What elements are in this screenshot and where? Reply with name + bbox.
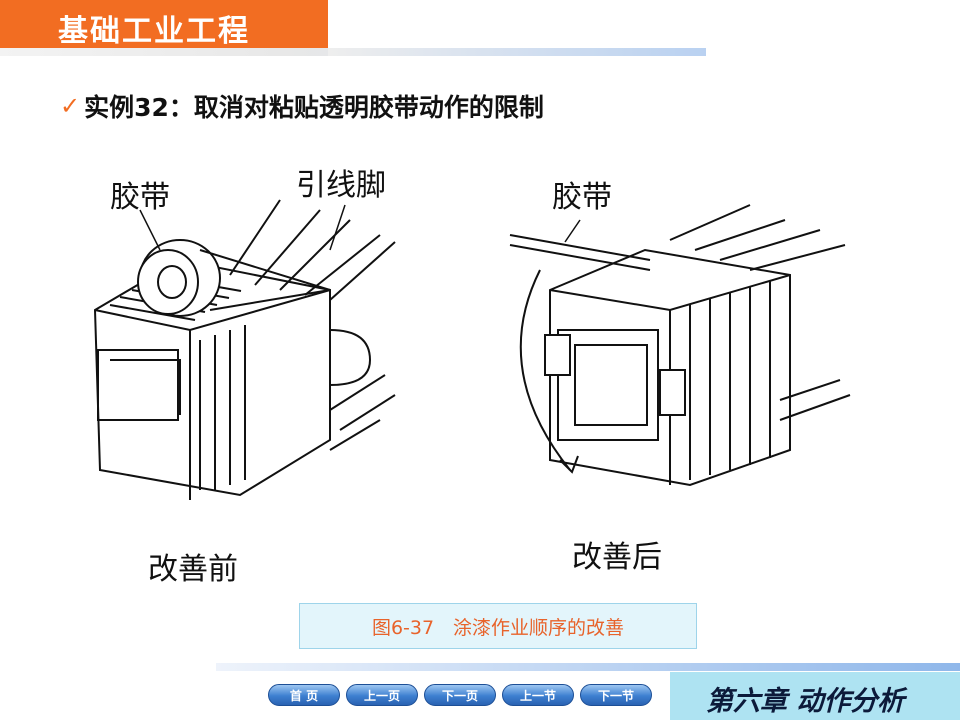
slide-heading: ✓ 实例32：取消对粘贴透明胶带动作的限制 xyxy=(60,86,544,126)
figure-before-illustration xyxy=(80,180,420,500)
header-banner: 基础工业工程 xyxy=(0,0,328,49)
prev-page-button[interactable]: 上一页 xyxy=(346,684,418,706)
figure-caption-box: 图6-37 涂漆作业顺序的改善 xyxy=(299,603,697,649)
tape-label-after: 胶带 xyxy=(552,180,612,215)
slide-heading-text: 实例32：取消对粘贴透明胶带动作的限制 xyxy=(84,93,544,122)
leads-label: 引线脚 xyxy=(296,168,386,203)
tape-label-before: 胶带 xyxy=(110,180,170,215)
header-divider-accent xyxy=(328,48,706,56)
chapter-title: 第六章 动作分析 xyxy=(706,686,905,717)
next-page-button[interactable]: 下一页 xyxy=(424,684,496,706)
course-title: 基础工业工程 xyxy=(58,14,250,49)
coil-taped-drawing xyxy=(509,204,851,487)
before-label: 改善前 xyxy=(148,552,238,587)
lead-pin xyxy=(254,209,321,286)
lead-pin xyxy=(279,219,351,291)
coil-with-tape-drawing xyxy=(93,199,396,500)
nav-bar: 首 页 上一页 下一页 上一节 下一节 xyxy=(268,684,652,706)
footer-divider xyxy=(216,663,960,671)
lead-pin xyxy=(329,241,396,301)
next-section-button[interactable]: 下一节 xyxy=(580,684,652,706)
figure-caption: 图6-37 涂漆作业顺序的改善 xyxy=(371,616,625,639)
chapter-banner: 第六章 动作分析 xyxy=(670,672,960,720)
home-button[interactable]: 首 页 xyxy=(268,684,340,706)
lead-pin xyxy=(304,234,381,296)
figure-after-illustration xyxy=(500,180,880,490)
checkmark-icon: ✓ xyxy=(60,92,81,120)
prev-section-button[interactable]: 上一节 xyxy=(502,684,574,706)
after-label: 改善后 xyxy=(572,540,662,575)
